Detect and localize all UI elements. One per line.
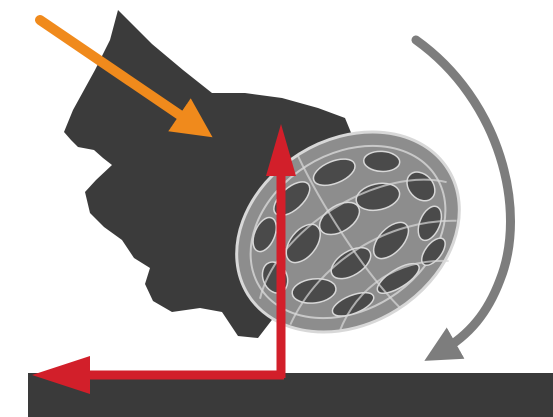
ground-surface xyxy=(28,373,553,417)
